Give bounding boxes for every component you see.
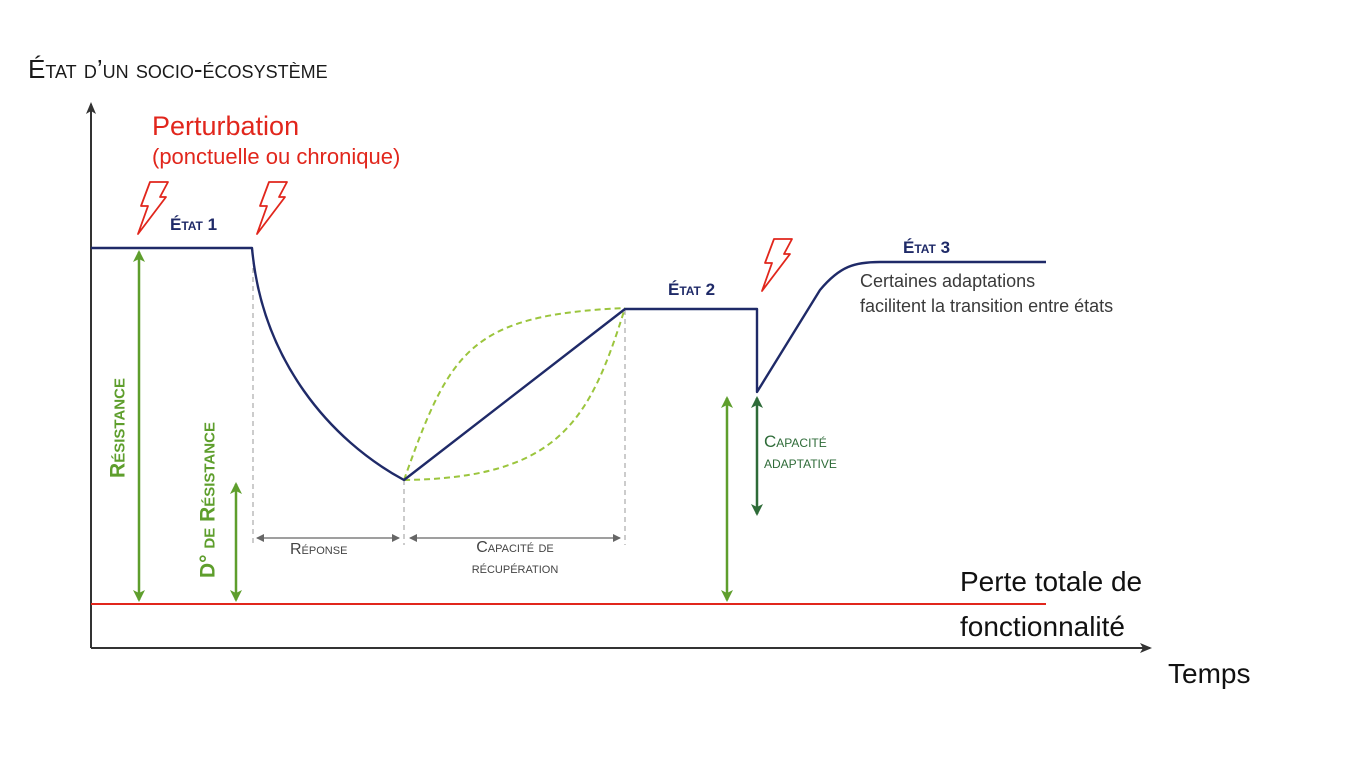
adaptive-capacity-label-line1: Capacité [764, 432, 827, 451]
state-trajectory [91, 246, 1046, 482]
state1-label: État 1 [170, 215, 218, 234]
y-axis-label: État d’un socio-écosystème [28, 54, 328, 84]
adaptive-capacity-label-line2: adaptative [764, 453, 837, 472]
state3-label: État 3 [903, 238, 951, 257]
perturbation-subtitle: (ponctuelle ou chronique) [152, 144, 401, 169]
total-loss-label-line1: Perte totale de [960, 566, 1143, 597]
degree-resistance-label: D° de Résistance [196, 422, 220, 578]
lightning-bolt-icon [256, 181, 288, 235]
recovery-label-line2: récupération [471, 560, 559, 577]
total-loss-label-line2: fonctionnalité [960, 611, 1126, 642]
resistance-label: Résistance [106, 378, 130, 478]
x-axis-label: Temps [1168, 658, 1251, 689]
state3-note-line2: facilitent la transition entre états [860, 296, 1114, 316]
lightning-bolt-icon [137, 181, 169, 235]
state2-label: État 2 [668, 280, 716, 299]
slow-recovery-curve [403, 307, 626, 481]
recovery-label-line1: Capacité de [476, 539, 554, 556]
state3-note-line1: Certaines adaptations [860, 271, 1036, 291]
perturbation-title: Perturbation [152, 111, 300, 141]
guide-lines [252, 250, 626, 545]
fast-recovery-curve [403, 307, 626, 481]
lightning-bolt-icon [761, 238, 793, 292]
response-label: Réponse [290, 541, 348, 558]
